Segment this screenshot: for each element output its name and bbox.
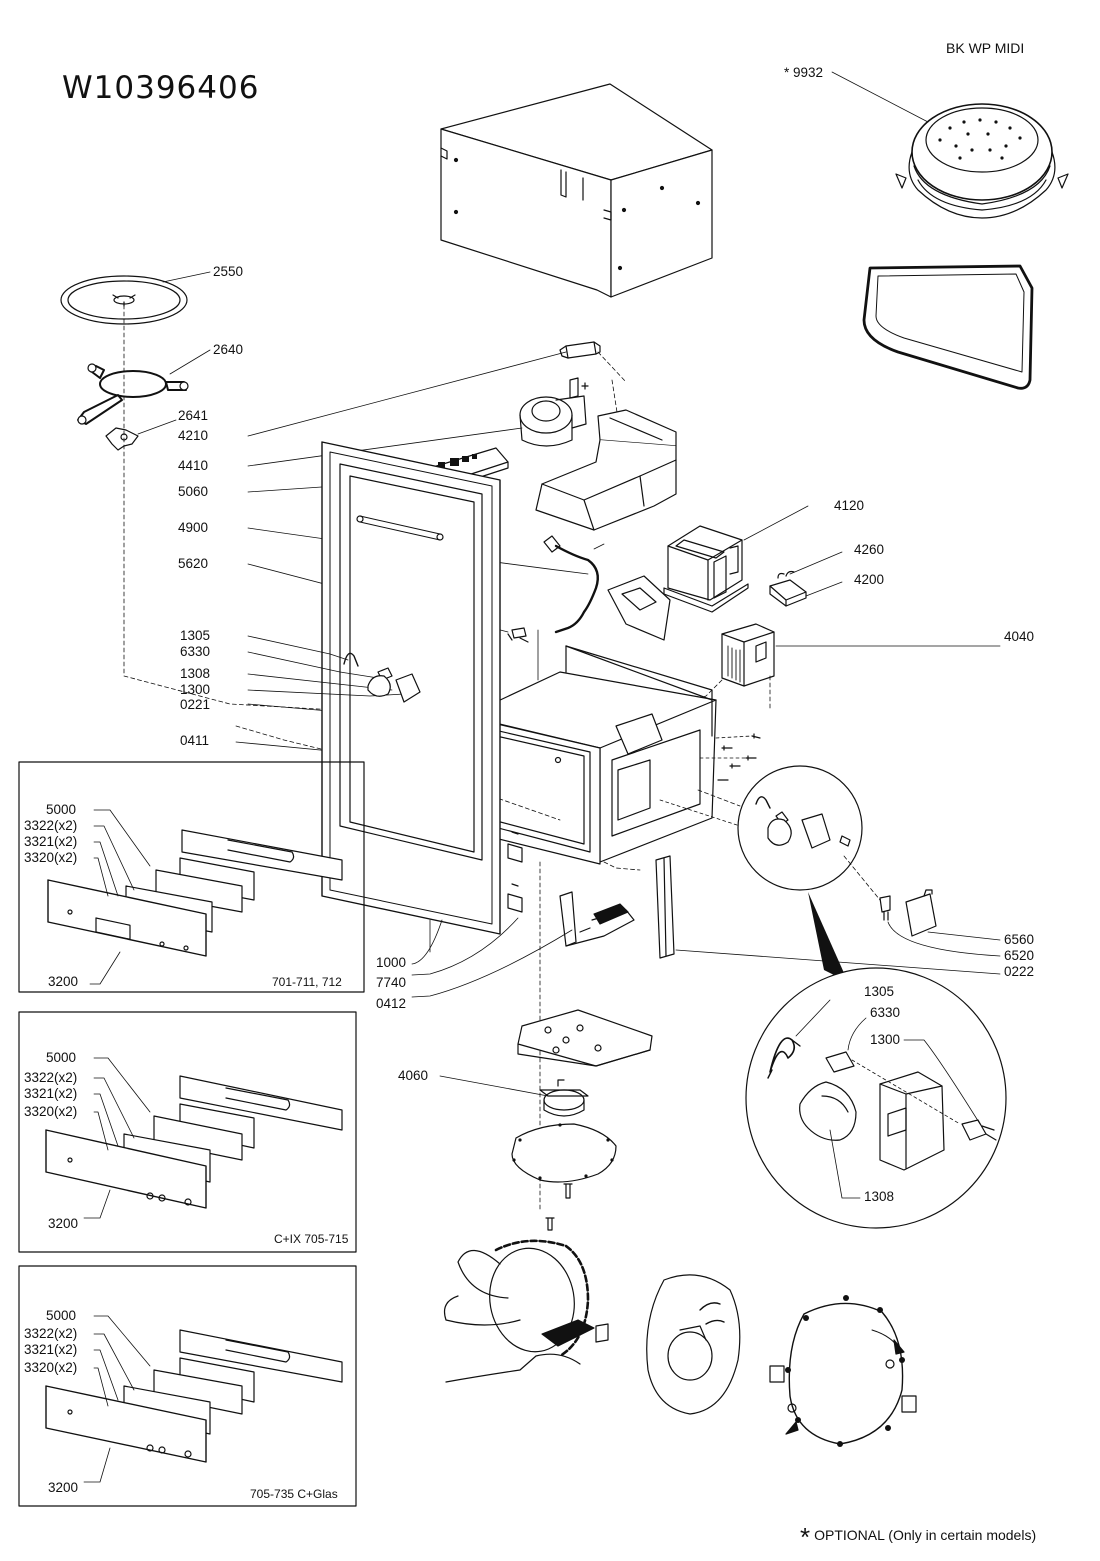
hinges (507, 831, 523, 913)
bottom-plate (517, 1009, 653, 1067)
panel-box-3 (18, 1265, 357, 1507)
label-9932: * 9932 (784, 65, 824, 80)
label-5060: 5060 (178, 484, 209, 499)
label-1000: 1000 (376, 955, 407, 970)
panel2-label-3321: 3321(x2) (24, 1086, 78, 1101)
panel1-label-3322: 3322(x2) (24, 818, 78, 833)
panel2-label-3322: 3322(x2) (24, 1070, 78, 1085)
air-duct (535, 409, 677, 531)
footnote-symbol: * (800, 1522, 811, 1552)
screws (717, 733, 761, 781)
panel3-label-3320: 3320(x2) (24, 1360, 78, 1375)
label-1305: 1305 (180, 628, 211, 643)
lamp-detail-large (745, 967, 1007, 1229)
panel1-caption: 701-711, 712 (272, 975, 342, 989)
panel3-caption: 705-735 C+Glas (250, 1487, 338, 1501)
fuse-holder (507, 627, 529, 643)
detail-label-1308: 1308 (864, 1189, 895, 1204)
steam-bowl (895, 103, 1069, 219)
label-4410: 4410 (178, 458, 209, 473)
panel3-label-3200: 3200 (48, 1480, 79, 1495)
label-7740: 7740 (376, 975, 407, 990)
door-latch-right (559, 891, 635, 947)
label-0412: 0412 (376, 996, 407, 1011)
label-4200: 4200 (854, 572, 885, 587)
label-5620: 5620 (178, 556, 209, 571)
panel2-label-5000: 5000 (46, 1050, 77, 1065)
optional-footnote: *OPTIONAL (Only in certain models) (800, 1522, 1036, 1553)
label-4210: 4210 (178, 428, 209, 443)
side-strip (655, 855, 675, 959)
bracket-alignment-illustration (769, 1295, 917, 1447)
detail-pointer (808, 892, 848, 982)
lamp-holder-parts (343, 652, 421, 703)
label-2640: 2640 (213, 342, 244, 357)
label-6520: 6520 (1004, 948, 1035, 963)
document-title: W10396406 (62, 70, 260, 106)
label-0221: 0221 (180, 697, 211, 712)
outer-case (440, 83, 713, 298)
roller-ring (77, 363, 189, 425)
detail-label-1305: 1305 (864, 984, 895, 999)
panel3-label-3322: 3322(x2) (24, 1326, 78, 1341)
label-2550: 2550 (213, 264, 244, 279)
label-4120: 4120 (834, 498, 865, 513)
coupler (105, 427, 139, 451)
panel-box-2 (18, 1011, 357, 1253)
lamp-cover (905, 889, 937, 937)
label-6560: 6560 (1004, 932, 1035, 947)
panel3-label-3321: 3321(x2) (24, 1342, 78, 1357)
baking-tray (862, 264, 1034, 390)
panel1-label-3321: 3321(x2) (24, 834, 78, 849)
panel1-label-5000: 5000 (46, 802, 77, 817)
motor-bracket-illustration (646, 1274, 741, 1415)
label-0222: 0222 (1004, 964, 1035, 979)
hand-removal-illustration (443, 1239, 609, 1383)
label-4060: 4060 (398, 1068, 429, 1083)
label-4900: 4900 (178, 520, 209, 535)
panel2-caption: C+IX 705-715 (274, 1232, 349, 1246)
label-4260: 4260 (854, 542, 885, 557)
capacitor (769, 570, 807, 607)
lamp-detail (737, 765, 863, 891)
panel2-label-3200: 3200 (48, 1216, 79, 1231)
panel2-label-3320: 3320(x2) (24, 1104, 78, 1119)
lamp-4210 (559, 341, 601, 359)
turntable-plate (60, 275, 188, 325)
brand-label: BK WP MIDI (946, 40, 1025, 56)
lamp-bulb (879, 895, 891, 921)
motor-screws (545, 1183, 573, 1231)
footnote-text: OPTIONAL (Only in certain models) (814, 1527, 1037, 1543)
label-1308: 1308 (180, 666, 211, 681)
power-cord (543, 535, 605, 634)
label-2641: 2641 (178, 408, 209, 423)
detail-label-6330: 6330 (870, 1005, 901, 1020)
motor-gasket (511, 1123, 617, 1183)
label-1300: 1300 (180, 682, 211, 697)
label-6330: 6330 (180, 644, 211, 659)
magnetron (721, 623, 775, 687)
turntable-motor (539, 1079, 589, 1117)
label-4040: 4040 (1004, 629, 1035, 644)
label-0411: 0411 (180, 733, 210, 748)
transformer (663, 525, 749, 613)
detail-label-1300: 1300 (870, 1032, 901, 1047)
panel1-label-3200: 3200 (48, 974, 79, 989)
panel-box-1 (18, 761, 365, 993)
fan-motor (519, 377, 589, 447)
panel1-label-3320: 3320(x2) (24, 850, 78, 865)
waveguide-cover (607, 575, 671, 641)
panel3-label-5000: 5000 (46, 1308, 77, 1323)
